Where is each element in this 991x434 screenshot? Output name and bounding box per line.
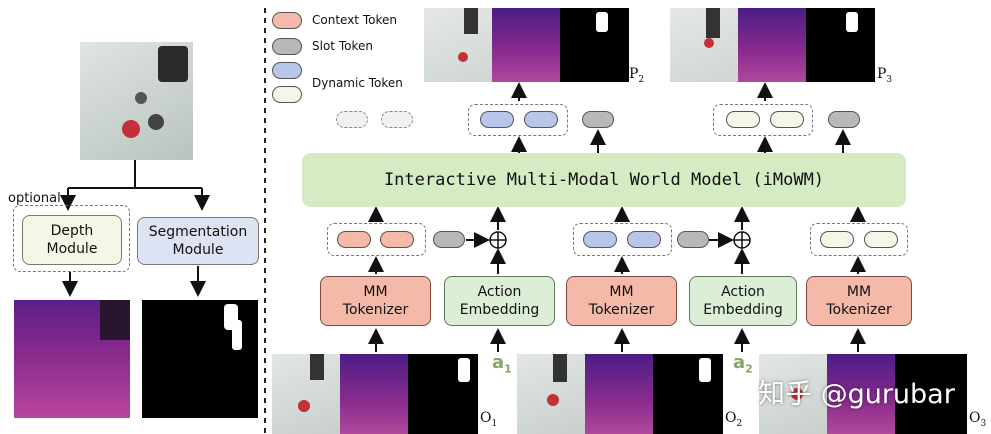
legend-dynamic-swatch [272,62,302,79]
dark-cup [148,114,164,130]
robot-gripper [158,46,188,82]
dark-cup [135,92,147,104]
observation-frame-1 [272,354,478,434]
ghost-token [336,111,368,128]
observation-frame-2 [517,354,723,434]
observation-frame-3 [759,354,967,434]
segmentation-module: Segmentation Module [137,217,259,265]
action-embedding-1: Action Embedding [444,276,555,326]
legend-context-label: Context Token [312,13,397,27]
segmentation-mask-image [142,300,258,418]
input-token-group-1 [327,223,426,256]
o2-label: O2 [725,410,743,429]
dynamic-token [524,111,558,128]
p3-label: P3 [877,66,893,85]
red-cup [122,120,140,138]
action-embedding-2: Action Embedding [689,276,797,326]
optional-group [13,205,130,272]
plus-icon [733,231,751,249]
dynamic-token [627,231,661,248]
legend-dynamic-label: Dynamic Token [312,76,403,90]
legend-slot-swatch [272,38,302,55]
dynamic-token [480,111,514,128]
o1-label: O1 [480,410,498,429]
slot-token [677,231,709,248]
world-model-block: Interactive Multi-Modal World Model (iMo… [302,153,906,207]
mm-tokenizer-1: MM Tokenizer [320,276,431,326]
dynamic-token [583,231,617,248]
legend-context-swatch [272,12,302,29]
predicted-frame-2 [424,8,629,82]
token [820,231,854,248]
slot-token [433,231,465,248]
context-token [380,231,414,248]
slot-token [828,111,860,128]
output-token-group-3 [713,104,813,136]
optional-label: optional [8,191,61,206]
mm-tokenizer-3: MM Tokenizer [806,276,912,326]
token [770,111,804,128]
predicted-frame-3 [670,8,875,82]
input-token-group-2 [573,223,672,256]
depth-module: Depth Module [22,215,122,265]
ghost-token [381,111,413,128]
action-a2-label: a2 [733,352,753,376]
slot-token [582,111,614,128]
input-token-group-3 [810,223,908,256]
o3-label: O3 [969,410,987,429]
mm-tokenizer-2: MM Tokenizer [566,276,677,326]
legend-other-swatch [272,86,302,103]
input-camera-image [80,42,193,160]
context-token [337,231,371,248]
plus-icon [489,231,507,249]
watermark: 知乎 @gurubar [758,379,955,410]
p2-label: P2 [629,66,645,85]
token [864,231,898,248]
depth-map-image [14,300,130,418]
output-token-group-2 [468,104,568,136]
action-a1-label: a1 [492,352,512,376]
token [726,111,760,128]
legend-slot-label: Slot Token [312,39,373,53]
